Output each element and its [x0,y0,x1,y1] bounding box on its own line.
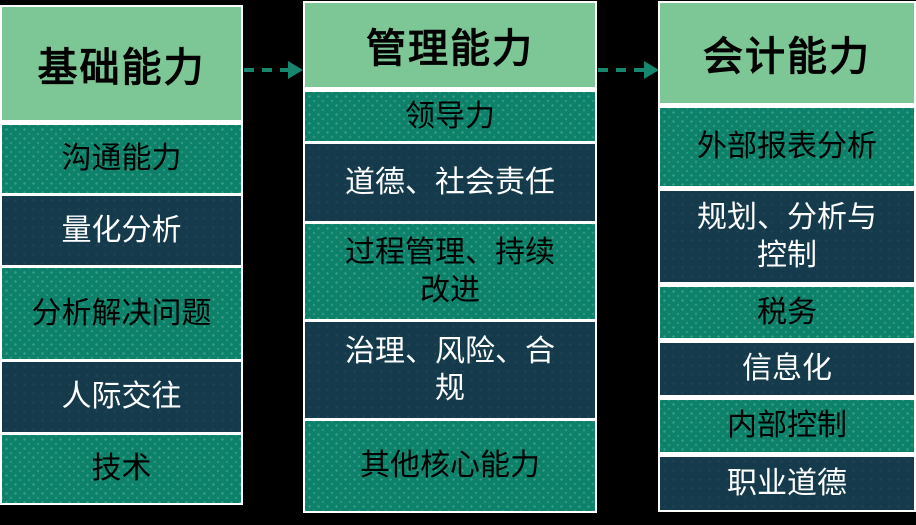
item-problem-solving: 分析解决问题 [2,268,241,359]
dashed-arrow-basic-to-management-icon [244,61,303,79]
item-ethics-social-responsibility: 道德、社会责任 [305,144,595,221]
item-external-reporting-analysis: 外部报表分析 [660,108,914,186]
item-interpersonal: 人际交往 [2,362,241,432]
column-accounting-header: 会计能力 [660,3,914,103]
item-process-management-improvement: 过程管理、持续 改进 [305,224,595,319]
column-basic: 基础能力 沟通能力 量化分析 分析解决问题 人际交往 技术 [0,5,243,505]
item-informatization: 信息化 [660,343,914,395]
column-basic-header: 基础能力 [2,7,241,120]
item-governance-risk-compliance: 治理、风险、合 规 [305,322,595,418]
item-quantitative-analysis: 量化分析 [2,196,241,265]
column-management-header: 管理能力 [305,3,595,87]
column-management: 管理能力 领导力 道德、社会责任 过程管理、持续 改进 治理、风险、合 规 其他… [303,1,597,513]
column-basic-header-label: 基础能力 [37,45,206,90]
item-technology: 技术 [2,435,241,503]
item-professional-ethics: 职业道德 [660,457,914,510]
column-management-header-label: 管理能力 [366,27,534,71]
column-accounting-header-label: 会计能力 [703,35,871,79]
item-other-core-capabilities: 其他核心能力 [305,421,595,511]
column-accounting: 会计能力 外部报表分析 规划、分析与 控制 税务 信息化 内部控制 职业道德 [658,1,916,512]
item-tax: 税务 [660,287,914,338]
item-leadership: 领导力 [305,92,595,141]
item-internal-control: 内部控制 [660,400,914,452]
dashed-arrow-management-to-accounting-icon [598,61,659,79]
item-communication: 沟通能力 [2,125,241,193]
item-planning-analysis-control: 规划、分析与 控制 [660,191,914,282]
